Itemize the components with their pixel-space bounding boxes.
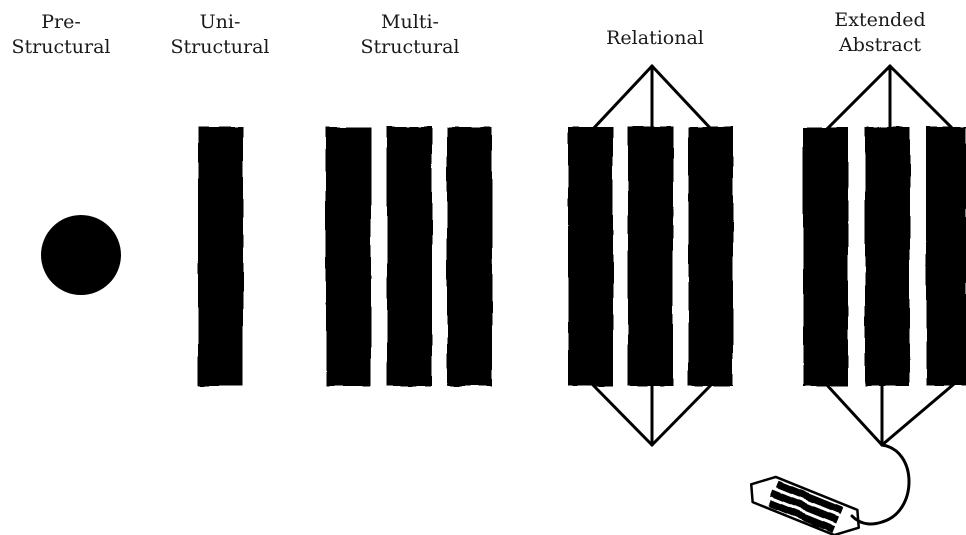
level-label-line: Structural xyxy=(11,36,111,58)
relational-connector-top xyxy=(590,64,714,132)
uni-structural-bar xyxy=(198,127,243,386)
extended-abstract-connector-top xyxy=(824,64,956,132)
level-label-uni-structural: Uni- Structural xyxy=(160,10,280,60)
level-label-line: Structural xyxy=(170,36,270,58)
level-label-line: Multi- xyxy=(381,11,439,33)
extended-abstract-extension-curve xyxy=(850,443,911,526)
relational-bar-2 xyxy=(628,127,673,386)
level-label-line: Pre- xyxy=(41,11,81,33)
level-label-extended-abstract: Extended Abstract xyxy=(828,8,932,58)
extended-abstract-bar-2 xyxy=(865,127,910,386)
level-label-relational: Relational xyxy=(588,26,722,51)
relational-bar-1 xyxy=(568,127,613,386)
extended-abstract-bar-1 xyxy=(803,127,848,386)
relational-bar-3 xyxy=(688,127,733,386)
multi-structural-bar-1 xyxy=(326,127,371,386)
multi-structural-bar-3 xyxy=(447,127,492,386)
level-label-line: Abstract xyxy=(839,34,921,56)
level-label-multi-structural: Multi- Structural xyxy=(348,10,472,60)
level-label-line: Uni- xyxy=(199,11,241,33)
level-label-line: Structural xyxy=(360,36,460,58)
relational-connector-bottom xyxy=(590,382,714,447)
extended-abstract-new-domain xyxy=(749,475,861,535)
level-label-line: Extended xyxy=(834,9,926,31)
extended-abstract-connector-bottom xyxy=(824,382,956,447)
pre-structural-dot xyxy=(41,215,121,295)
level-label-pre-structural: Pre- Structural xyxy=(0,10,122,60)
multi-structural-bar-2 xyxy=(387,127,432,386)
extended-abstract-bar-3 xyxy=(926,127,966,386)
level-label-line: Relational xyxy=(606,27,704,49)
